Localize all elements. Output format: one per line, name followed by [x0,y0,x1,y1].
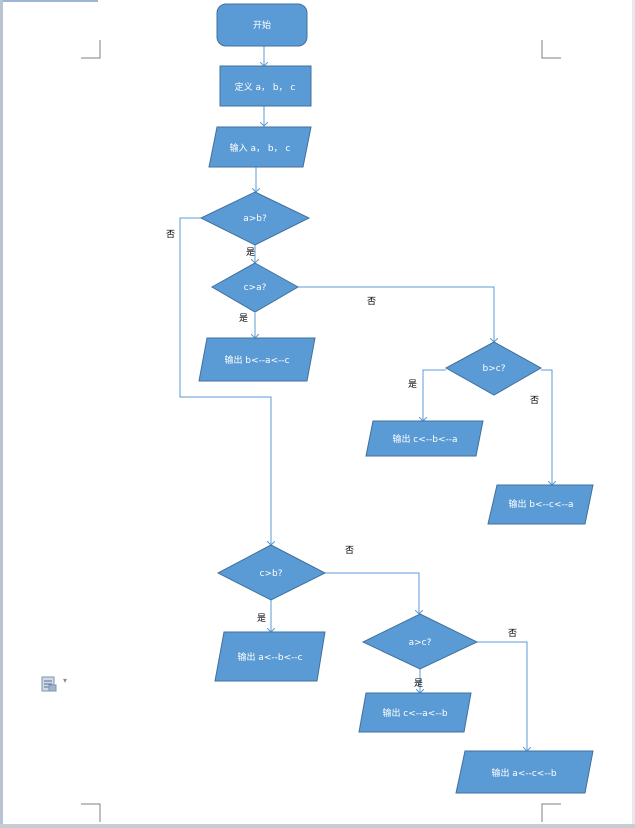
define-process-label: 定义 a， b， c [235,81,296,93]
output-a-c-b-node [455,750,594,794]
output-c-a-b-label: 输出 c<--a<--b [382,707,447,719]
output-b-a-c-label: 输出 b<--a<--c [224,354,289,366]
output-c-b-a-label: 输出 c<--b<--a [392,433,457,445]
crop-mark-bottom-right [541,803,561,822]
crop-mark-top-right [541,40,561,59]
connectors [179,46,552,751]
input-io-node [208,126,312,168]
branch-label-b-gt-c-yes: 是 [408,379,417,390]
connector-cond-ab-no [179,217,271,545]
input-io-label: 输入 a， b， c [230,142,291,154]
decision-a-gt-c [361,613,479,670]
crop-mark-top-left [81,40,101,59]
right-window-edge [632,0,635,828]
decision-b-gt-c [444,341,543,396]
caret-down-icon[interactable]: ▾ [63,676,68,685]
start-node-label: 开始 [253,19,271,31]
branch-label-c-gt-b-yes: 是 [257,613,266,624]
decision-c-gt-a [210,262,300,313]
document-layout-icon[interactable] [41,676,57,692]
connector-cond-cb-no [325,572,419,614]
decision-c-gt-b [216,544,327,601]
output-a-b-c-label: 输出 a<--b<--c [237,651,302,663]
bottom-window-edge [0,824,635,828]
decision-a-gt-c-label: a>c? [409,638,432,648]
crop-marks [81,40,561,822]
decision-b-gt-c-label: b>c? [483,364,506,374]
define-process-node [219,65,312,107]
branch-label-a-gt-c-no: 否 [508,628,517,639]
connector-cond-bc-yes [423,369,446,421]
decision-a-gt-b [199,191,311,246]
connector-cond-bc-no [541,369,552,485]
branch-label-c-gt-a-no: 否 [367,296,376,307]
output-a-c-b-label: 输出 a<--c<--b [491,767,556,779]
output-b-a-c-node [198,337,316,382]
top-accent-bar [3,0,98,2]
branch-label-a-gt-b-yes: 是 [246,247,255,258]
branch-label-a-gt-c-yes: 是 [414,678,423,689]
decision-c-gt-a-label: c>a? [244,283,267,293]
branch-label-c-gt-b-no: 否 [345,545,354,556]
connector-cond-ca-no [298,286,494,342]
crop-mark-bottom-left [81,803,101,822]
output-b-c-a-label: 输出 b<--c<--a [508,498,573,510]
output-c-a-b-node [358,692,472,733]
start-node [216,3,308,47]
connector-cond-ac-no [477,641,527,751]
output-c-b-a-node [365,420,484,457]
decision-c-gt-b-label: c>b? [260,569,283,579]
branch-label-a-gt-b-no: 否 [166,229,175,240]
branch-label-c-gt-a-yes: 是 [239,313,248,324]
branch-label-b-gt-c-no: 否 [530,395,539,406]
decision-a-gt-b-label: a>b? [243,214,267,224]
output-a-b-c-node [214,631,326,682]
output-b-c-a-node [487,484,594,525]
left-window-edge [0,0,3,828]
